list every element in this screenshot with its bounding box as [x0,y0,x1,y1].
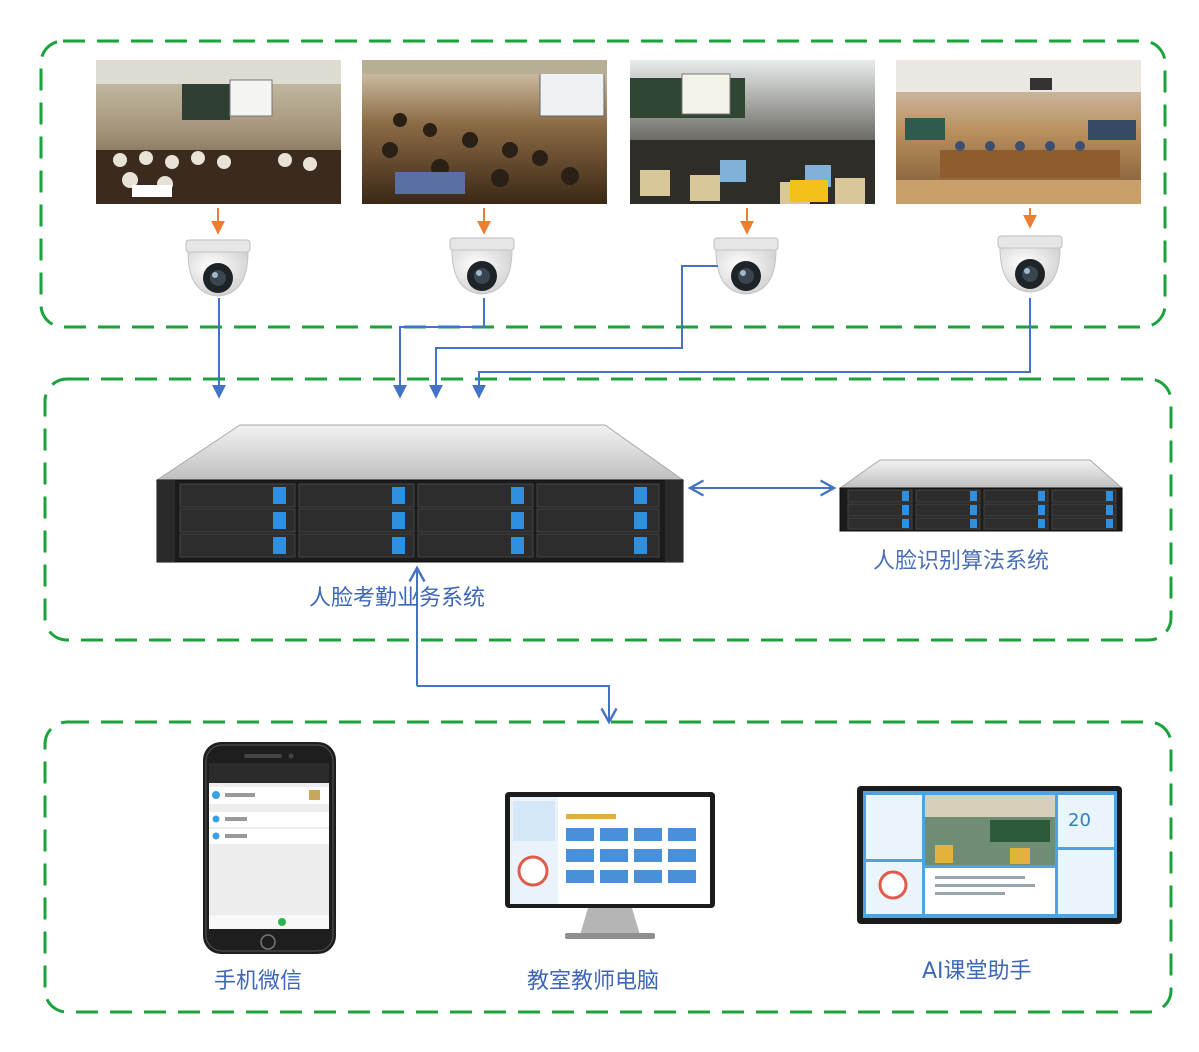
arrow-camera2-to-server [393,298,485,399]
classroom-photo-1 [96,60,341,204]
dome-camera-icon [185,239,251,297]
teacher-pc-icon [505,792,715,939]
dome-camera-icon [449,237,515,295]
ai-assistant-screen-icon [857,786,1122,924]
phone-icon [203,742,336,954]
arrow-camera4-to-server [472,298,1031,399]
classroom-photo-3 [630,60,875,204]
recognition-system-label: 人脸识别算法系统 [873,549,1050,574]
group-classrooms [39,39,1167,329]
arrow-camera3-to-server [429,265,718,399]
classroom-photo-2 [362,60,607,204]
ai-assistant-label: AI课堂助手 [922,959,1032,984]
group-servers [43,377,1173,642]
teacher-pc-label: 教室教师电脑 [527,969,660,994]
attendance-system-label: 人脸考勤业务系统 [309,586,486,611]
recognition-server-icon [838,459,1124,532]
ai-screen-count: 20 [1068,810,1091,831]
phone-wechat-label: 手机微信 [214,969,303,994]
group-clients [43,720,1173,1014]
attendance-server-icon [155,424,685,563]
classroom-photo-4 [896,60,1141,204]
arrow-server-to-clients-down [417,685,618,725]
dome-camera-icon [997,235,1063,293]
dome-camera-icon [713,237,779,295]
